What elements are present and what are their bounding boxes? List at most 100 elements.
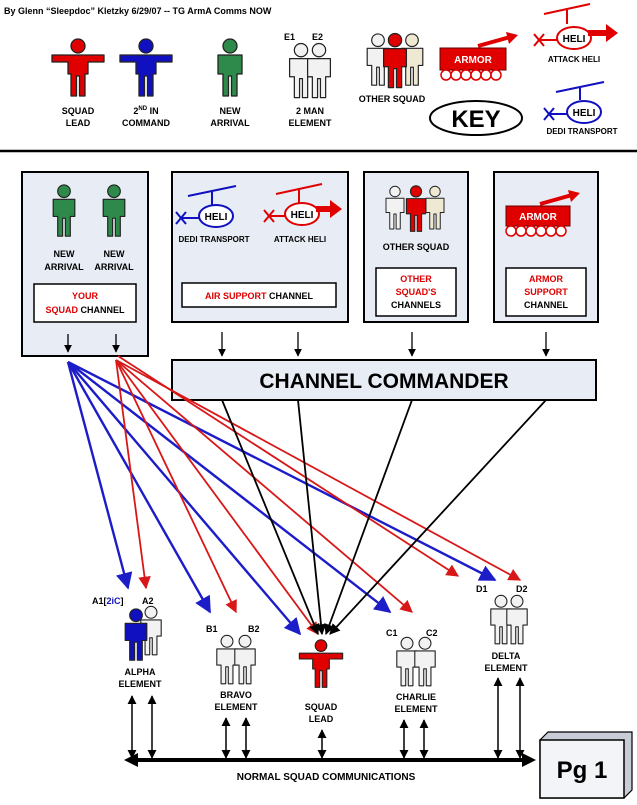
air-dedi-heli-label: HELI: [205, 212, 228, 223]
armor-channel-line3: CHANNEL: [524, 300, 569, 310]
other-squad-channel-line1: OTHER: [400, 274, 432, 284]
key-squad-lead-label: SQUAD: [62, 106, 95, 116]
armor-channel-box: [505, 267, 587, 317]
squad-lead-figure-icon: [298, 639, 344, 688]
panel-left-arrival-label: NEW: [54, 249, 76, 259]
key-2ic: 2ND IN COMMAND: [119, 38, 173, 128]
key-dedi-transport-caption: DEDI TRANSPORT: [546, 127, 617, 136]
page-badge: Pg 1: [539, 731, 633, 799]
alpha-a2-label: A2: [142, 596, 154, 606]
red-channel-lines: [115, 355, 522, 636]
armor-body: [439, 47, 507, 71]
bravo-b1-label: B1: [206, 624, 218, 634]
panel-left-arrival-label-2: ARRIVAL: [44, 262, 84, 272]
page-number: Pg 1: [557, 757, 608, 784]
delta-d1-label: D1: [476, 584, 488, 594]
your-squad-channel-line2: SQUAD CHANNEL: [45, 305, 125, 315]
key-2ic-label-2: COMMAND: [122, 118, 170, 128]
comms-bar-left-arrow-icon: [124, 753, 138, 767]
key-armor: ARMOR: [439, 32, 518, 81]
squad-lead-label: SQUAD: [305, 702, 338, 712]
alpha-label-2: ELEMENT: [118, 679, 162, 689]
key-title: KEY: [451, 106, 500, 133]
key-attack-heli: HELI ATTACK HELI: [533, 3, 618, 64]
element-figure-icon: [306, 42, 332, 99]
key-two-man-label-2: ELEMENT: [288, 118, 332, 128]
armor-channel-line2: SUPPORT: [524, 287, 568, 297]
alpha-label: ALPHA: [125, 667, 156, 677]
other-squad-channel-box: [375, 267, 457, 317]
bravo-b2-label: B2: [248, 624, 260, 634]
bravo-element: B1 B2 BRAVO ELEMENT: [206, 624, 260, 712]
element-figure-icon: [234, 634, 256, 685]
other-squad-figure-icon: [382, 32, 408, 89]
normal-comms-label: NORMAL SQUAD COMMUNICATIONS: [237, 772, 416, 783]
air-support-channel-label: AIR SUPPORT CHANNEL: [205, 291, 314, 301]
panel-right-arrival-label-2: ARRIVAL: [94, 262, 134, 272]
panel-armor-arrow-icon: [568, 190, 580, 202]
armor-barrel: [477, 35, 511, 48]
key-squad-lead-label-2: LEAD: [66, 118, 91, 128]
key-two-man-label: 2 MAN: [296, 106, 324, 116]
element-figure-icon: [396, 636, 418, 687]
key-new-arrival: NEW ARRIVAL: [210, 38, 250, 128]
element-figure-icon: [414, 636, 436, 687]
delta-element: D1 D2 DELTA ELEMENT: [476, 584, 528, 673]
other-squad-channel-line3: CHANNELS: [391, 300, 441, 310]
squad-lead-figure-icon: [51, 38, 105, 97]
byline: By Glenn “Sleepdoc” Kletzky 6/29/07 -- T…: [4, 6, 272, 16]
armor-arrow-icon: [506, 32, 518, 44]
key-armor-label: ARMOR: [454, 55, 493, 66]
normal-comms-links: [127, 677, 525, 759]
air-support-channel-box: [181, 282, 337, 308]
element-figure-icon: [216, 634, 238, 685]
bravo-label: BRAVO: [220, 690, 252, 700]
panel-your-squad: NEW ARRIVAL NEW ARRIVAL YOUR SQUAD CHANN…: [21, 171, 149, 357]
key-e1-label: E1: [284, 32, 295, 42]
delta-label: DELTA: [492, 651, 521, 661]
alpha-a1-label: A1[2iC]: [92, 596, 124, 606]
key-squad-lead: SQUAD LEAD: [51, 38, 105, 128]
panel-air-support: HELI DEDI TRANSPORT HELI ATTACK HELI AIR…: [171, 171, 349, 323]
key-other-squad: OTHER SQUAD: [359, 32, 426, 104]
panel-armor: ARMOR ARMOR SUPPORT CHANNEL: [493, 171, 599, 323]
squad-lead-label-2: LEAD: [309, 714, 334, 724]
charlie-c2-label: C2: [426, 628, 438, 638]
panel-other-squad-label: OTHER SQUAD: [383, 242, 450, 252]
comms-bar-right-arrow-icon: [522, 753, 536, 767]
key-attack-heli-caption: ATTACK HELI: [548, 55, 600, 64]
panel-right-arrival-label: NEW: [104, 249, 126, 259]
second-in-command-figure-icon: [124, 608, 148, 661]
charlie-label-2: ELEMENT: [394, 704, 438, 714]
commander-lines: [221, 399, 547, 636]
new-arrival-figure-icon: [217, 38, 243, 97]
panel-other-squad: OTHER SQUAD OTHER SQUAD'S CHANNELS: [363, 171, 469, 323]
channel-commander-box: [171, 359, 597, 401]
second-in-command-figure-icon: [119, 38, 173, 97]
key-new-arrival-label: NEW: [220, 106, 242, 116]
channel-commander-label: CHANNEL COMMANDER: [259, 370, 508, 393]
air-dedi-caption: DEDI TRANSPORT: [178, 235, 249, 244]
squad-lead-element: SQUAD LEAD: [298, 639, 344, 724]
key-2ic-label: 2ND IN: [133, 106, 158, 116]
element-figure-icon: [506, 594, 528, 645]
charlie-label: CHARLIE: [396, 692, 436, 702]
key-e2-label: E2: [312, 32, 323, 42]
other-squad-channel-line2: SQUAD'S: [396, 287, 437, 297]
charlie-c1-label: C1: [386, 628, 398, 638]
blue-channel-lines: [66, 360, 497, 636]
panel-feed-arrows: [64, 332, 550, 357]
alpha-element: A1[2iC] A2 ALPHA ELEMENT: [92, 596, 162, 689]
air-attack-caption: ATTACK HELI: [274, 235, 326, 244]
key-title-badge: [429, 100, 523, 136]
delta-label-2: ELEMENT: [484, 663, 528, 673]
key-dedi-transport: HELI DEDI TRANSPORT: [543, 81, 618, 136]
air-attack-arrow-icon: [316, 200, 342, 218]
delta-d2-label: D2: [516, 584, 528, 594]
charlie-element: C1 C2 CHARLIE ELEMENT: [386, 628, 438, 714]
key-dedi-heli-label: HELI: [573, 108, 596, 119]
key-two-man-element: E1 E2 2 MAN ELEMENT: [284, 32, 332, 128]
attack-arrow-icon: [588, 24, 618, 42]
